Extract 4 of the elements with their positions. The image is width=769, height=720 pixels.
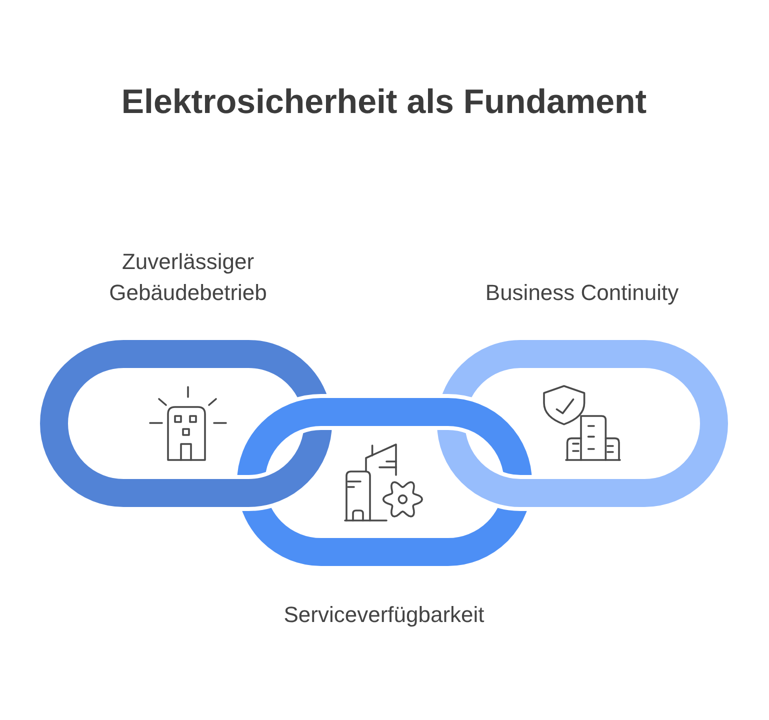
link-label: Business Continuity — [485, 279, 679, 307]
link-label: Zuverlässiger Gebäudebetrieb — [109, 248, 267, 307]
link-label: Serviceverfügbarkeit — [284, 601, 484, 629]
title: Elektrosicherheit als Fundament — [121, 82, 647, 123]
